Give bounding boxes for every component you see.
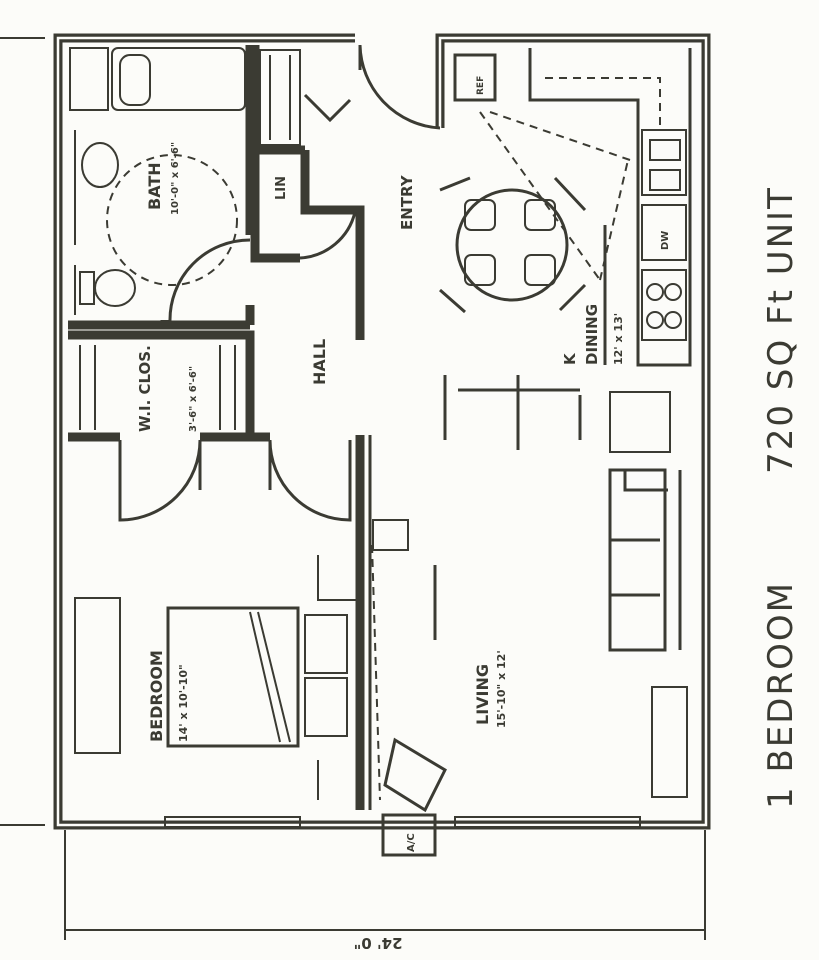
ac-unit [381, 813, 437, 857]
kitchen [453, 48, 692, 367]
windows [164, 813, 641, 857]
unit-type-title: 1 BEDROOM [761, 581, 801, 809]
hall-label: HALL [310, 339, 329, 385]
bath-walls [68, 45, 255, 330]
bathtub [111, 47, 246, 111]
bath-label: BATH [145, 162, 164, 210]
bedroom-size: 14' x 10'-10" [177, 664, 190, 742]
dining-table [439, 176, 587, 314]
dresser [74, 597, 121, 754]
dw-label: DW [660, 231, 671, 250]
refrigerator [453, 53, 497, 102]
width-dimension: 24' 0" [354, 934, 403, 952]
closet-walls [68, 330, 270, 442]
dimension-line [0, 37, 706, 940]
dining-label: DINING [583, 304, 601, 365]
bedroom-walls [74, 435, 365, 810]
entry-label: ENTRY [398, 174, 416, 230]
sink [81, 142, 119, 188]
living-furniture [368, 375, 688, 813]
linen-closet [250, 45, 365, 340]
exterior-walls [53, 33, 711, 830]
kitchen-label: K [561, 352, 579, 365]
bath-size: 10'-0" x 6'-6" [170, 142, 181, 215]
entry-door [358, 44, 441, 130]
dishwasher [641, 204, 687, 261]
kitchen-size: 12' x 13' [612, 313, 625, 365]
bedroom-label: BEDROOM [147, 650, 166, 742]
closet-size: 3'-6" x 6'-6" [188, 366, 199, 432]
unit-area-title: 720 SQ Ft UNIT [761, 186, 801, 474]
bath-door [168, 238, 251, 323]
ac-label: A/C [406, 833, 417, 852]
linen-label: LIN [274, 176, 289, 200]
bed [166, 606, 300, 748]
range [641, 269, 687, 341]
closet-label: W.I. CLOS. [136, 345, 154, 432]
living-label: LIVING [473, 664, 492, 725]
toilet [94, 269, 136, 307]
ref-label: REF [476, 76, 486, 95]
living-size: 15'-10" x 12' [495, 650, 508, 728]
